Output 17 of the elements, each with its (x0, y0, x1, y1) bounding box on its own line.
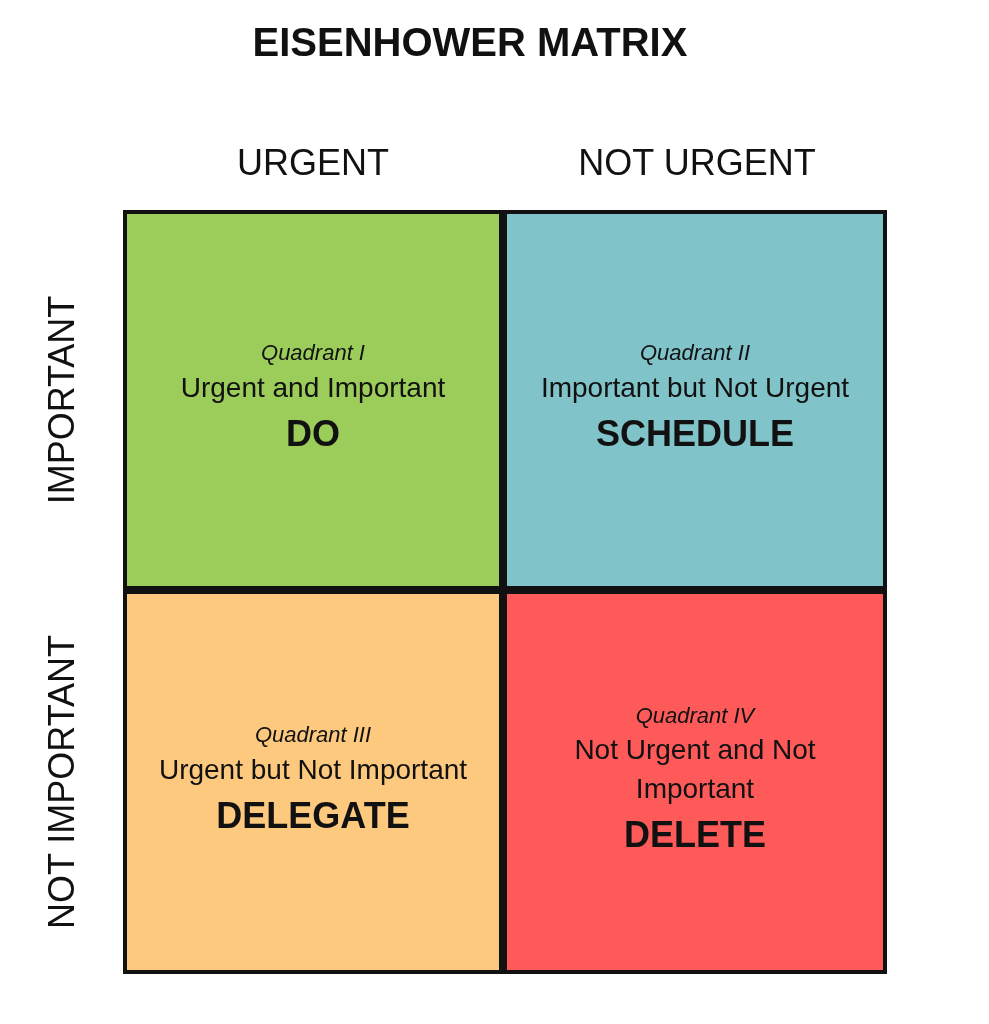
quadrant-description: Not Urgent and Not Important (573, 733, 817, 807)
row-header: IMPORTANT (41, 295, 83, 505)
action-word: DELEGATE (216, 793, 410, 838)
title: EISENHOWER MATRIX (251, 20, 689, 65)
row-header: NOT IMPORTANT (41, 635, 83, 929)
action-word: DELETE (624, 813, 766, 858)
quadrant-number: Quadrant II (639, 339, 751, 368)
quadrant-number: Quadrant III (254, 721, 372, 750)
quadrant-description: Urgent but Not Important (158, 752, 468, 787)
column-header: URGENT (237, 142, 389, 184)
quadrant-description: Urgent and Important (180, 370, 446, 405)
quadrant-number: Quadrant IV (635, 701, 755, 730)
quadrant-description: Important but Not Urgent (540, 370, 850, 405)
column-header: NOT URGENT (578, 142, 816, 184)
quadrant-number: Quadrant I (261, 339, 365, 368)
action-word: DO (286, 411, 340, 456)
action-word: SCHEDULE (596, 411, 794, 456)
